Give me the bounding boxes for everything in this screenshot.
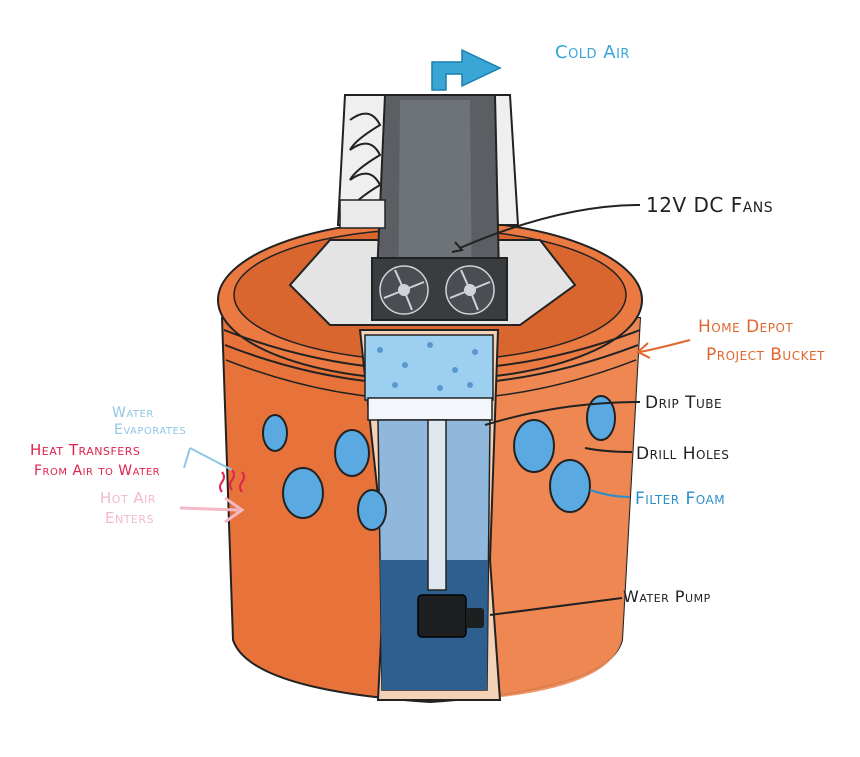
water-evaporates-line2: Evaporates xyxy=(114,422,186,438)
hot-air-line1: Hot Air xyxy=(100,489,156,507)
fans-label: 12V DC Fans xyxy=(646,193,773,217)
fan-icon xyxy=(380,266,428,314)
heat-transfers-line2: From Air to Water xyxy=(34,463,160,479)
bucket-label-line1: Home Depot xyxy=(698,317,793,337)
bucket-label-line2: Project Bucket xyxy=(706,345,825,365)
cold-air-label: Cold Air xyxy=(555,42,630,63)
drill-holes-label: Drill Holes xyxy=(636,444,729,464)
hot-air-line2: Enters xyxy=(105,509,154,527)
drip-tube-label: Drip Tube xyxy=(645,393,722,413)
water-evaporates-line1: Water xyxy=(112,405,154,421)
hot-air-arrow xyxy=(180,508,238,510)
filter-foam-label: Filter Foam xyxy=(635,489,725,509)
water-pump-label: Water Pump xyxy=(623,587,711,606)
cold-air-arrow-icon xyxy=(432,50,500,90)
drip-tube xyxy=(368,398,492,420)
fan-icon xyxy=(446,266,494,314)
bucket-leader xyxy=(640,340,690,352)
fans xyxy=(372,258,507,320)
heat-transfers-line1: Heat Transfers xyxy=(30,441,140,459)
